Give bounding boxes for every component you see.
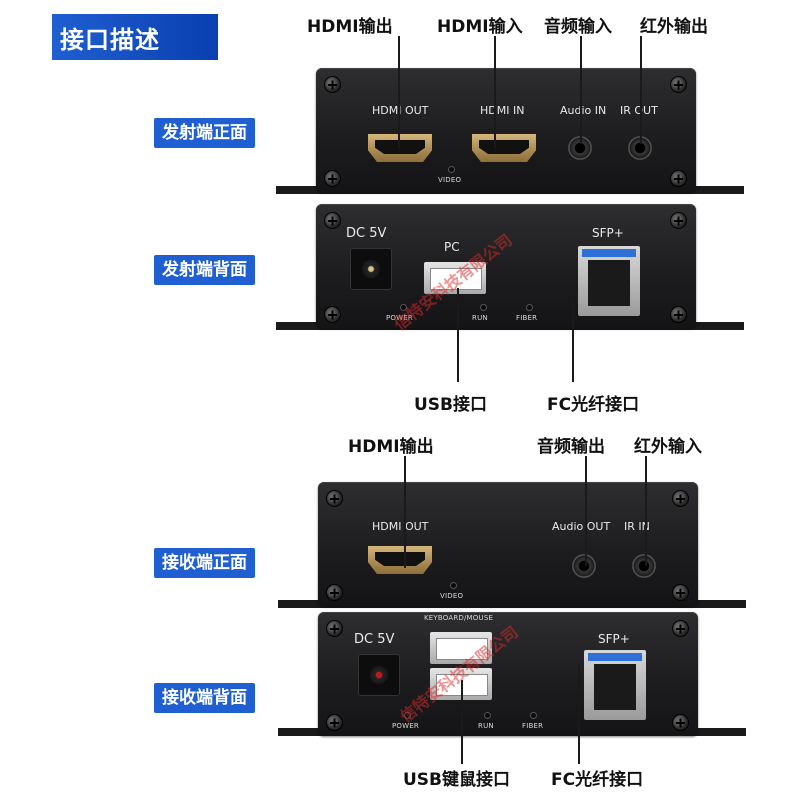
- screw: [324, 170, 341, 187]
- callout-rx-usb: USB键鼠接口: [403, 770, 511, 790]
- leader-line: [404, 456, 406, 568]
- silk-run: RUN: [478, 722, 494, 730]
- leader-line: [580, 36, 582, 144]
- callout-tx-hdmi-in: HDMI输入: [437, 17, 523, 37]
- leader-line: [645, 456, 647, 566]
- silk-dc: DC 5V: [346, 226, 387, 241]
- label-rx-front: 接收端正面: [154, 548, 255, 578]
- ir-in-jack: [632, 554, 656, 578]
- screw: [670, 212, 687, 229]
- run-led: [484, 712, 491, 719]
- silk-video: VIDEO: [440, 592, 464, 600]
- run-led: [480, 304, 487, 311]
- leader-line: [457, 288, 459, 382]
- screw: [672, 714, 689, 731]
- silk-fiber: FIBER: [522, 722, 544, 730]
- silk-power: POWER: [386, 314, 413, 322]
- callout-tx-audio-in: 音频输入: [544, 17, 612, 37]
- silk-audio-out: Audio OUT: [552, 520, 611, 533]
- silk-hdmi-out: HDMI OUT: [372, 520, 429, 533]
- silk-ir-in: IR IN: [624, 520, 650, 533]
- sfp-latch: [588, 653, 642, 661]
- silk-pc: PC: [444, 240, 460, 254]
- hdmi-in-port: [472, 134, 536, 162]
- silk-sfp: SFP+: [598, 632, 630, 646]
- leader-line: [640, 36, 642, 144]
- callout-rx-audio-out: 音频输出: [537, 437, 605, 457]
- label-tx-front: 发射端正面: [154, 118, 255, 148]
- tx-front-panel: HDMI OUT HDMI IN Audio IN IR OUT VIDEO: [316, 68, 696, 192]
- callout-tx-ir-out: 红外输出: [640, 17, 708, 37]
- fiber-led: [530, 712, 537, 719]
- usb-port: [424, 262, 486, 294]
- sfp-cage: [588, 260, 630, 306]
- silk-power: POWER: [392, 722, 419, 730]
- screw: [326, 584, 343, 601]
- screw: [324, 306, 341, 323]
- silk-hdmi-out: HDMI OUT: [372, 104, 429, 117]
- leader-line: [494, 36, 496, 148]
- sfp-port: [584, 650, 646, 720]
- screw: [672, 620, 689, 637]
- screw: [672, 584, 689, 601]
- screw: [326, 714, 343, 731]
- sfp-cage: [594, 664, 636, 710]
- callout-tx-fc: FC光纤接口: [547, 395, 640, 415]
- callout-tx-usb: USB接口: [414, 395, 488, 415]
- screw: [670, 306, 687, 323]
- callout-rx-fc: FC光纤接口: [551, 770, 644, 790]
- silk-dc: DC 5V: [354, 632, 395, 647]
- power-led: [400, 304, 407, 311]
- section-header: 接口描述: [0, 14, 218, 60]
- sfp-port: [578, 246, 640, 316]
- screw: [326, 620, 343, 637]
- fiber-led: [526, 304, 533, 311]
- screw: [324, 212, 341, 229]
- page-title: 接口描述: [60, 26, 160, 54]
- video-led: [448, 166, 455, 173]
- silk-hdmi-in: HDMI IN: [480, 104, 525, 117]
- callout-tx-hdmi-out: HDMI输出: [307, 17, 393, 37]
- silk-run: RUN: [472, 314, 488, 322]
- hdmi-out-port: [368, 546, 432, 574]
- screw: [326, 490, 343, 507]
- silk-ir-out: IR OUT: [620, 104, 658, 117]
- label-tx-back: 发射端背面: [154, 255, 255, 285]
- leader-line: [572, 286, 574, 382]
- leader-line: [398, 36, 400, 148]
- tx-back-panel: DC 5V PC SFP+ POWER RUN FIBER: [316, 204, 696, 328]
- callout-rx-ir-in: 红外输入: [634, 437, 702, 457]
- silk-audio-in: Audio IN: [560, 104, 607, 117]
- label-rx-back: 接收端背面: [154, 683, 255, 713]
- leader-line: [578, 664, 580, 764]
- video-led: [450, 582, 457, 589]
- callout-rx-hdmi-out: HDMI输出: [348, 437, 434, 457]
- usb-port-top: [430, 632, 492, 664]
- silk-fiber: FIBER: [516, 314, 538, 322]
- power-led: [404, 712, 411, 719]
- leader-line: [585, 456, 587, 566]
- sfp-latch: [582, 249, 636, 257]
- leader-line: [461, 680, 463, 764]
- hdmi-out-port: [368, 134, 432, 162]
- screw: [670, 76, 687, 93]
- dc-power-jack: [350, 248, 392, 290]
- dc-power-jack: [358, 654, 400, 696]
- screw: [324, 76, 341, 93]
- screw: [670, 170, 687, 187]
- silk-video: VIDEO: [438, 176, 462, 184]
- rx-front-panel: HDMI OUT Audio OUT IR IN VIDEO: [318, 482, 698, 606]
- silk-keyboard-mouse: KEYBOARD/MOUSE: [424, 614, 494, 622]
- audio-out-jack: [572, 554, 596, 578]
- silk-sfp: SFP+: [592, 226, 624, 240]
- screw: [672, 490, 689, 507]
